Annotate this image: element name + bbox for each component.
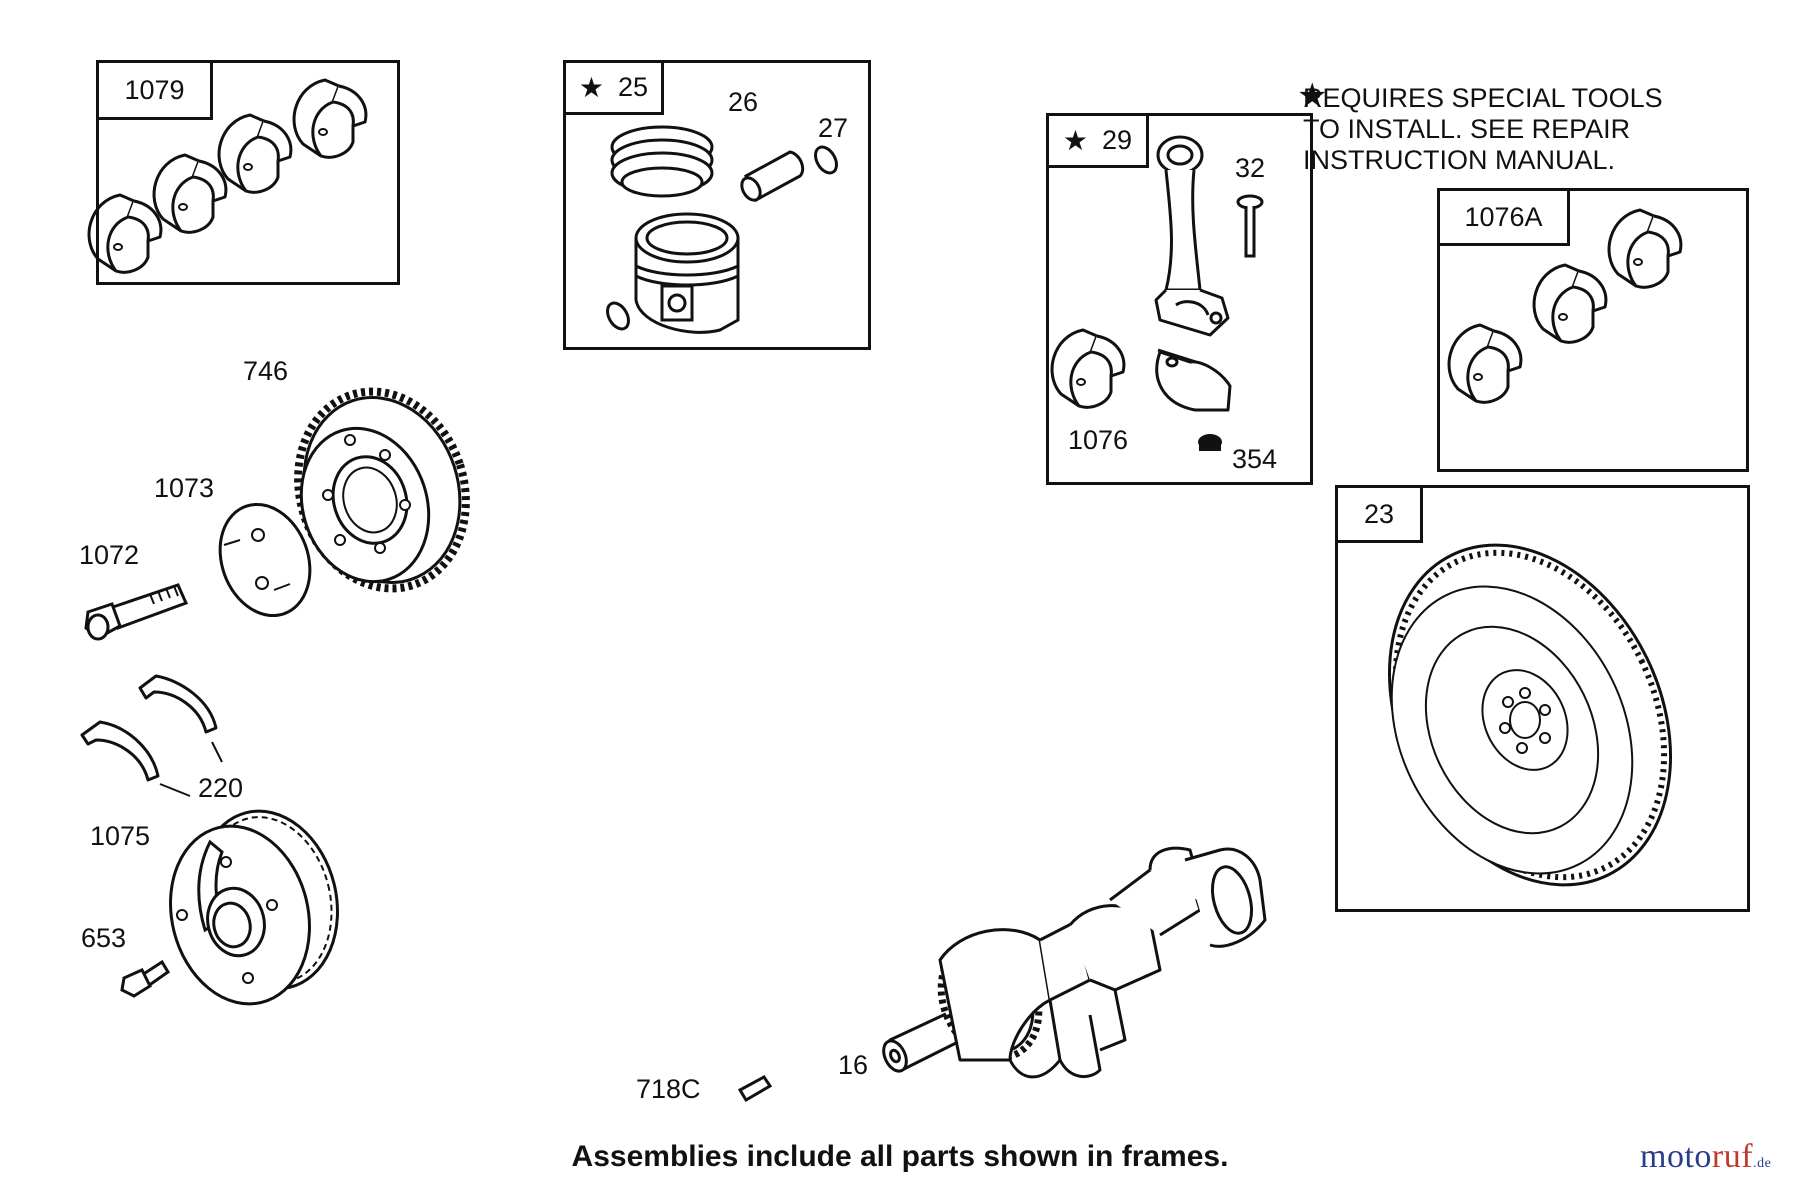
frame-23: 23 bbox=[1335, 485, 1750, 912]
frame-label: 1079 bbox=[99, 63, 213, 120]
thrust-washers-220 bbox=[80, 674, 223, 797]
callout-718c: 718C bbox=[636, 1074, 701, 1104]
callout-746: 746 bbox=[243, 356, 289, 386]
logo-suffix: .de bbox=[1753, 1156, 1772, 1171]
callout-1073: 1073 bbox=[154, 473, 215, 503]
callout-26: 26 bbox=[728, 87, 759, 117]
rod-bolt-32 bbox=[1236, 194, 1264, 258]
frame-label: ★ 29 bbox=[1049, 116, 1149, 168]
frame-25: ★ 25 bbox=[563, 60, 871, 350]
callout-27: 27 bbox=[818, 113, 849, 143]
bolt-653 bbox=[120, 959, 171, 998]
star-icon: ★ bbox=[1062, 125, 1089, 156]
frame-label-text: 1079 bbox=[124, 74, 185, 105]
frame-1076a: 1076A bbox=[1437, 188, 1749, 472]
connecting-rod bbox=[1154, 135, 1230, 337]
logo-part1: moto bbox=[1640, 1138, 1712, 1175]
rod-nut-354 bbox=[1198, 434, 1222, 451]
pin-clip-27 bbox=[814, 145, 838, 175]
special-tools-note: REQUIRES SPECIAL TOOLS TO INSTALL. SEE R… bbox=[1303, 83, 1663, 175]
frame-29: ★ 29 bbox=[1046, 113, 1313, 485]
frame-label-text: 23 bbox=[1363, 498, 1395, 529]
crankshaft-16 bbox=[882, 846, 1267, 1079]
thrust-plate-1073 bbox=[218, 502, 312, 618]
bolt-1072 bbox=[84, 583, 189, 641]
key-718c bbox=[737, 1075, 773, 1103]
motoruf-logo: motoruf.de bbox=[1640, 1138, 1771, 1176]
frame-label: 23 bbox=[1338, 488, 1423, 543]
rod-cap bbox=[1155, 348, 1232, 412]
frame-label-text: 29 bbox=[1102, 125, 1133, 155]
callout-1076: 1076 bbox=[1068, 425, 1129, 455]
assemblies-footnote: Assemblies include all parts shown in fr… bbox=[571, 1140, 1229, 1173]
star-icon: ★ bbox=[578, 72, 605, 103]
pulley-1075 bbox=[169, 809, 339, 1006]
piston-rings bbox=[610, 125, 714, 198]
star-icon: ★ bbox=[1297, 76, 1328, 116]
callout-1075: 1075 bbox=[90, 821, 151, 851]
frame-1079: 1079 bbox=[96, 60, 400, 285]
logo-part2: ruf bbox=[1711, 1138, 1754, 1175]
frame-label-text: 1076A bbox=[1464, 201, 1543, 232]
callout-1072: 1072 bbox=[79, 540, 140, 570]
callout-220: 220 bbox=[198, 773, 244, 803]
flywheel bbox=[1387, 543, 1673, 887]
callout-653: 653 bbox=[81, 923, 127, 953]
frame-label: 1076A bbox=[1440, 191, 1570, 246]
callout-354: 354 bbox=[1232, 444, 1278, 474]
cam-gear-746 bbox=[294, 387, 470, 593]
piston bbox=[634, 212, 740, 334]
frame-label-text: 25 bbox=[618, 72, 649, 102]
piston-pin bbox=[740, 150, 805, 203]
callout-32: 32 bbox=[1235, 153, 1266, 183]
pin-clip-25 bbox=[606, 301, 630, 331]
callout-16: 16 bbox=[838, 1050, 869, 1080]
frame-label: ★ 25 bbox=[566, 63, 664, 115]
